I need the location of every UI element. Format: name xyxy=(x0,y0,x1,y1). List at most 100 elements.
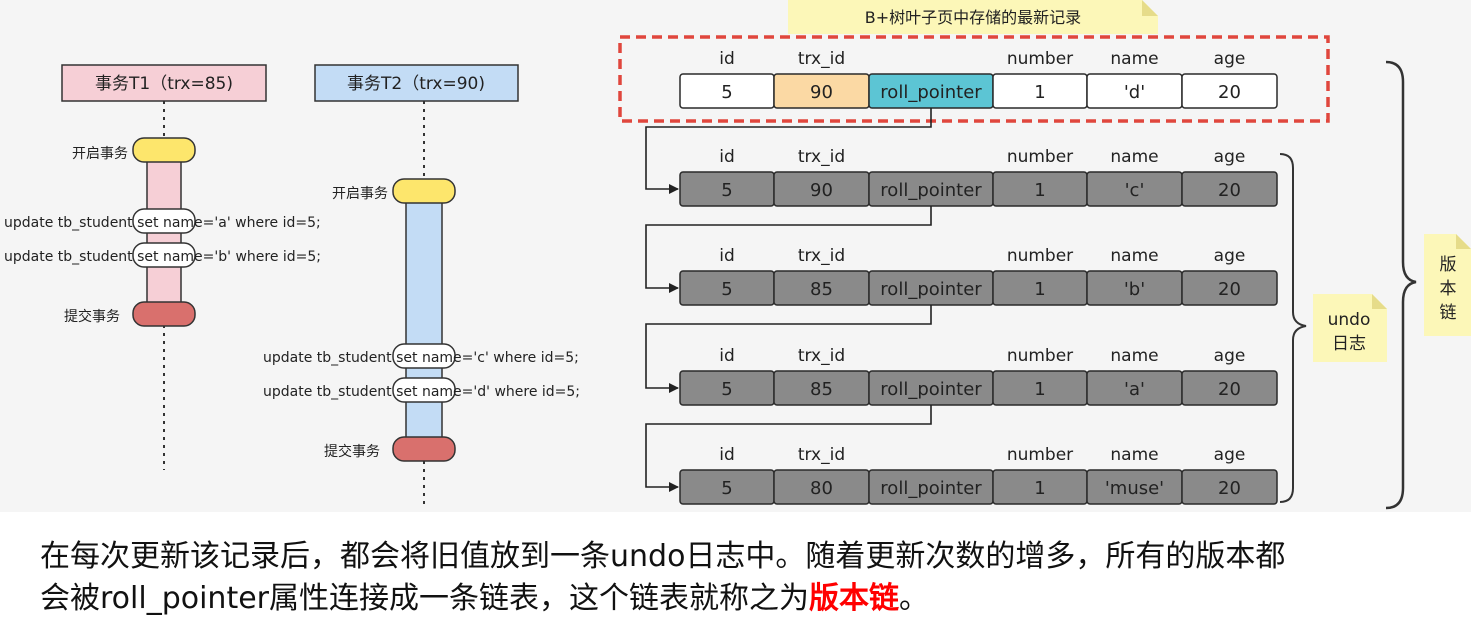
column-header-id: id xyxy=(719,246,735,266)
version-note-char-3: 链 xyxy=(1440,303,1457,323)
record-value-trx_id: 85 xyxy=(810,379,833,400)
column-header-age: age xyxy=(1214,147,1246,167)
record-cell-age xyxy=(1181,73,1278,109)
roll-pointer-link-2 xyxy=(645,206,932,293)
t1-statement-2: update tb_student set name='b' where id=… xyxy=(4,249,321,265)
caption-text: 在每次更新该记录后，都会将旧值放到一条undo日志中。随着更新次数的增多，所有的… xyxy=(40,536,1460,620)
roll-pointer-link-1 xyxy=(645,108,932,194)
caption-line-2: 会被roll_pointer属性连接成一条链表，这个链表就称之为 xyxy=(40,581,809,616)
t1-update-marker-2 xyxy=(132,242,196,268)
record-value-name: 'a' xyxy=(1124,379,1145,400)
caption-highlight: 版本链 xyxy=(809,581,899,616)
column-header-number: number xyxy=(1007,147,1073,167)
column-header-trx_id: trx_id xyxy=(798,445,845,465)
t1-commit-label: 提交事务 xyxy=(64,308,120,325)
record-value-age: 20 xyxy=(1218,82,1241,103)
t2-commit-marker xyxy=(392,436,456,462)
record-value-age: 20 xyxy=(1218,180,1241,201)
record-value-trx_id: 80 xyxy=(810,478,833,499)
record-value-number: 1 xyxy=(1034,180,1045,201)
caption-line-1: 在每次更新该记录后，都会将旧值放到一条undo日志中。随着更新次数的增多，所有的… xyxy=(40,539,1286,574)
column-header-number: number xyxy=(1007,246,1073,266)
column-header-id: id xyxy=(719,445,735,465)
column-header-id: id xyxy=(719,49,735,69)
undo-note-line-1: undo xyxy=(1328,310,1371,330)
column-header-age: age xyxy=(1214,49,1246,69)
version-note-char-1: 版 xyxy=(1440,255,1457,275)
t1-header xyxy=(61,64,267,102)
column-header-id: id xyxy=(719,346,735,366)
record-value-name: 'd' xyxy=(1124,82,1145,103)
latest-record-note: B+树叶子页中存储的最新记录 xyxy=(788,0,1158,34)
t2-begin-marker xyxy=(392,178,456,204)
record-value-roll_pointer: roll_pointer xyxy=(880,279,982,300)
record-value-roll_pointer: roll_pointer xyxy=(880,478,982,499)
record-value-number: 1 xyxy=(1034,279,1045,300)
t1-title: 事务T1（trx=85) xyxy=(95,74,233,94)
t1-statement-1: update tb_student set name='a' where id=… xyxy=(4,215,321,231)
column-header-id: id xyxy=(719,147,735,167)
record-value-number: 1 xyxy=(1034,379,1045,400)
latest-record-frame xyxy=(618,35,1330,123)
record-value-roll_pointer: roll_pointer xyxy=(880,82,982,103)
explanation-caption: 在每次更新该记录后，都会将旧值放到一条undo日志中。随着更新次数的增多，所有的… xyxy=(0,512,1471,626)
record-cell-age xyxy=(1181,469,1278,505)
t2-update-marker-2 xyxy=(392,377,456,403)
column-header-trx_id: trx_id xyxy=(798,49,845,69)
column-header-number: number xyxy=(1007,445,1073,465)
t2-statement-2: update tb_student set name='d' where id=… xyxy=(263,384,580,400)
column-header-number: number xyxy=(1007,49,1073,69)
record-value-id: 5 xyxy=(721,82,732,103)
column-header-name: name xyxy=(1110,445,1158,465)
version-chain-diagram: 事务T1（trx=85) 开启事务 update tb_student set … xyxy=(4,0,1471,510)
version-chain-note: 版 本 链 xyxy=(1424,234,1471,336)
record-value-name: 'b' xyxy=(1124,279,1145,300)
record-cell-age xyxy=(1181,270,1278,306)
column-header-trx_id: trx_id xyxy=(798,147,845,167)
record-value-number: 1 xyxy=(1034,82,1045,103)
record-value-age: 20 xyxy=(1218,379,1241,400)
column-header-name: name xyxy=(1110,49,1158,69)
column-header-age: age xyxy=(1214,445,1246,465)
record-value-id: 5 xyxy=(721,379,732,400)
transaction-t1: 事务T1（trx=85) 开启事务 update tb_student set … xyxy=(4,64,321,470)
t1-commit-marker xyxy=(132,301,196,327)
column-header-name: name xyxy=(1110,246,1158,266)
record-value-name: 'muse' xyxy=(1105,478,1164,499)
roll-pointer-links xyxy=(645,108,932,492)
t1-begin-marker xyxy=(132,137,196,163)
version-chain-brace xyxy=(1385,60,1417,510)
t1-update-marker-1 xyxy=(132,208,196,234)
record-value-number: 1 xyxy=(1034,478,1045,499)
t1-begin-label: 开启事务 xyxy=(72,146,128,162)
caption-line-2-end: 。 xyxy=(899,581,929,616)
t2-title: 事务T2（trx=90) xyxy=(347,74,485,94)
record-cell-age xyxy=(1181,171,1278,207)
latest-record-label: B+树叶子页中存储的最新记录 xyxy=(865,8,1081,27)
record-row-3: id trx_id number name age 5 85 roll_pointer 1 'b'… xyxy=(679,246,1278,306)
record-value-id: 5 xyxy=(721,279,732,300)
t2-begin-label: 开启事务 xyxy=(332,186,388,202)
roll-pointer-link-3 xyxy=(645,305,932,393)
record-value-trx_id: 85 xyxy=(810,279,833,300)
undo-note-line-2: 日志 xyxy=(1332,334,1366,354)
record-value-age: 20 xyxy=(1218,279,1241,300)
record-value-name: 'c' xyxy=(1125,180,1145,201)
t2-update-marker-1 xyxy=(392,343,456,369)
t2-header xyxy=(314,64,519,102)
record-value-trx_id: 90 xyxy=(810,180,833,201)
record-value-id: 5 xyxy=(721,180,732,201)
record-value-age: 20 xyxy=(1218,478,1241,499)
column-header-trx_id: trx_id xyxy=(798,246,845,266)
column-header-age: age xyxy=(1214,246,1246,266)
t2-commit-label: 提交事务 xyxy=(324,443,380,460)
undo-log-note: undo 日志 xyxy=(1313,294,1387,362)
record-cell-age xyxy=(1181,370,1278,406)
column-header-age: age xyxy=(1214,346,1246,366)
column-header-trx_id: trx_id xyxy=(798,346,845,366)
record-value-id: 5 xyxy=(721,478,732,499)
column-header-name: name xyxy=(1110,346,1158,366)
column-header-name: name xyxy=(1110,147,1158,167)
